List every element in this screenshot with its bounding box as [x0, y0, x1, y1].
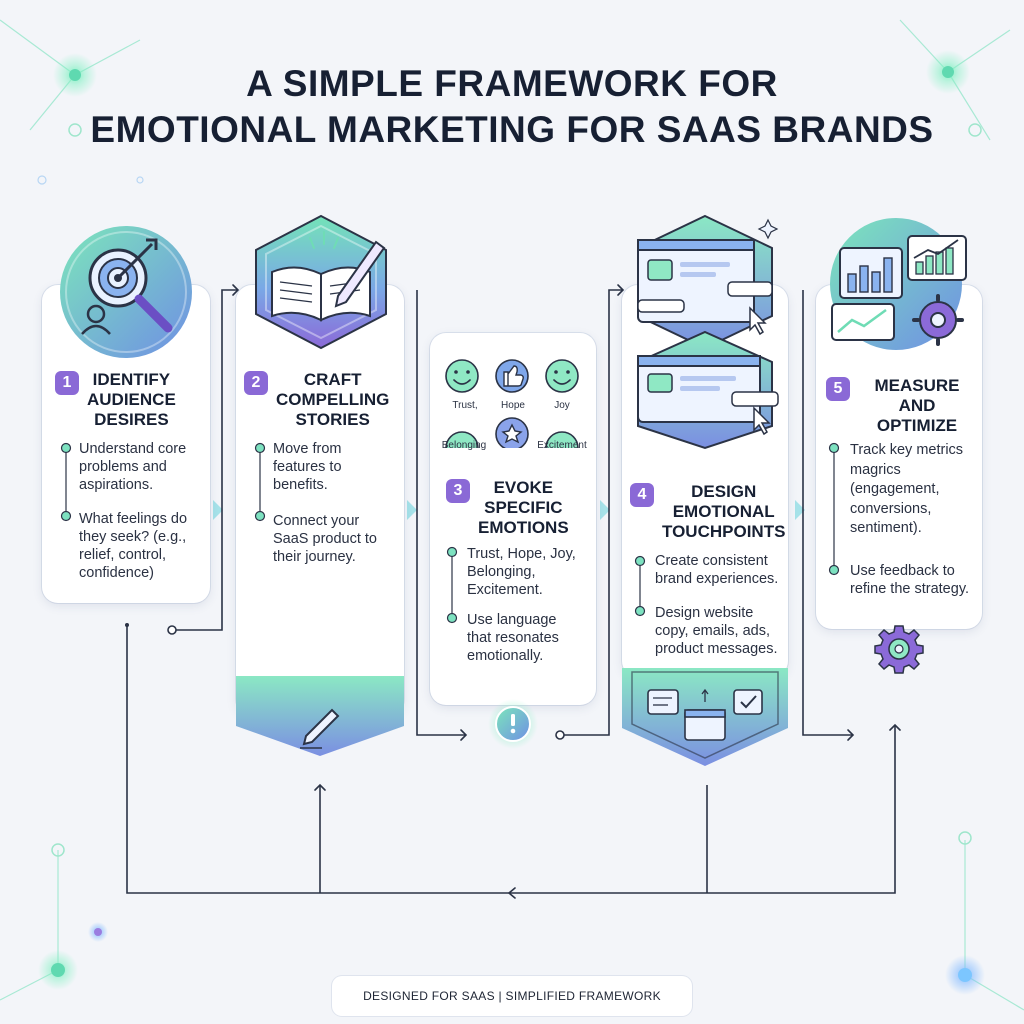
step-5-bullet-1: Track key metrics magrics (engagement, c…	[850, 442, 964, 536]
analytics-dashboard-icon	[830, 218, 967, 350]
step-4-bullet-2: Design website copy, emails, ads, produc…	[655, 605, 778, 657]
step-2-title: CRAFT COMPELLING STORIES	[276, 370, 390, 429]
step-2-bullet-1: Move from features to benefits.	[273, 441, 342, 493]
step-1-title: IDENTIFY AUDIENCE DESIRES	[87, 370, 176, 429]
bullet-timeline-icon	[634, 555, 646, 617]
step-4-header: 4 DESIGN EMOTIONAL TOUCHPOINTS	[630, 482, 786, 542]
step-1-bullet-1: Understand core problems and aspirations…	[79, 441, 187, 493]
step-5-title: MEASURE AND OPTIMIZE	[874, 376, 960, 435]
step-3-bullet-1: Trust, Hope, Joy, Belonging, Excitement.	[467, 546, 576, 598]
step-2-badge: 2	[244, 371, 268, 395]
browser-window-icon-secondary	[637, 330, 779, 450]
bullet-timeline-icon	[254, 442, 266, 522]
step-5-badge: 5	[826, 377, 850, 401]
emotion-label-belonging: Belonging	[441, 440, 487, 451]
target-magnifier-icon	[60, 226, 192, 358]
footer-badge: DESIGNED FOR SAAS | SIMPLIFIED FRAMEWORK	[332, 976, 692, 1016]
step-2-header: 2 CRAFT COMPELLING STORIES	[244, 370, 399, 430]
bullet-timeline-icon	[60, 442, 72, 522]
emotion-label-trust: Trust,	[452, 400, 478, 411]
step-3-title: EVOKE SPECIFIC EMOTIONS	[478, 478, 569, 537]
bottom-hex-tab	[236, 676, 404, 756]
step-5-header: 5 MEASURE AND OPTIMIZE	[826, 376, 976, 436]
step-3-bullet-2: Use language that resonates emotionally.	[467, 612, 559, 664]
emotion-label-hope: Hope	[501, 400, 525, 411]
browser-window-icon	[637, 214, 779, 350]
step-2-bullet-2: Connect your SaaS product to their journ…	[273, 513, 377, 565]
bullet-timeline-icon	[446, 546, 458, 624]
emotion-label-joy: Joy	[554, 400, 570, 411]
step-4-bullet-1: Create consistent brand experiences.	[655, 553, 779, 587]
emotion-faces-icon	[445, 359, 579, 448]
step-1-bullet-2: What feelings do they seek? (e.g., relie…	[79, 511, 188, 581]
step-3-header: 3 EVOKE SPECIFIC EMOTIONS	[446, 478, 586, 538]
step-3-card	[430, 333, 596, 705]
page-title-line-1: A SIMPLE FRAMEWORK FOR	[246, 63, 778, 104]
bullet-timeline-icon	[828, 442, 840, 576]
gear-icon	[874, 625, 924, 674]
step-1-header: 1 IDENTIFY AUDIENCE DESIRES	[55, 370, 205, 430]
touchpoints-bottom-tab	[622, 668, 788, 766]
page-title-line-2: EMOTIONAL MARKETING FOR SAAS BRANDS	[90, 109, 934, 150]
step-4-badge: 4	[630, 483, 654, 507]
step-4-title: DESIGN EMOTIONAL TOUCHPOINTS	[662, 482, 786, 541]
step-1-badge: 1	[55, 371, 79, 395]
step-2-card	[236, 285, 404, 715]
exclamation-icon	[488, 699, 538, 749]
open-book-pen-icon	[255, 214, 387, 350]
step-5-bullet-2: Use feedback to refine the strategy.	[850, 563, 970, 597]
step-3-badge: 3	[446, 479, 470, 503]
emotion-label-excitement: Excitement	[537, 440, 587, 451]
